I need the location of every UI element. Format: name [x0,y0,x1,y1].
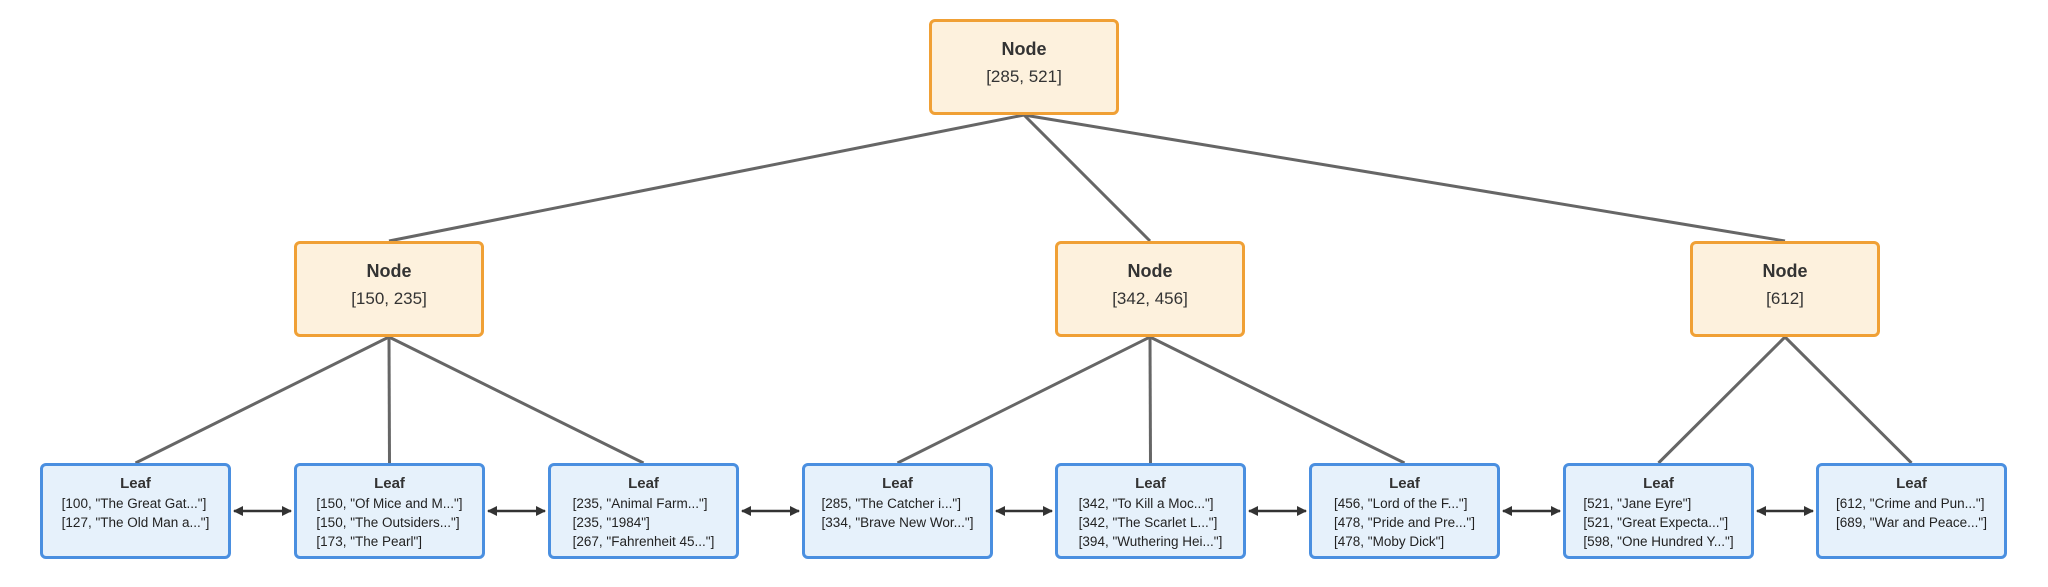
leaf-entry: [235, "Animal Farm..."] [572,496,708,511]
tree-edge [387,336,391,464]
leaf-title: Leaf [628,475,659,492]
leaf-node-2: Leaf [150, "Of Mice and M..."] [150, "Th… [294,463,485,559]
node-keys: [612] [1766,289,1804,308]
leaf-entry: [478, "Pride and Pre..."] [1334,515,1475,530]
leaf-entry: [342, "The Scarlet L..."] [1078,515,1218,530]
leaf-entries: [285, "The Catcher i..."] [334, "Brave N… [822,494,974,532]
leaf-node-3: Leaf [235, "Animal Farm..."] [235, "1984… [548,463,739,559]
leaf-node-4: Leaf [285, "The Catcher i..."] [334, "Br… [802,463,993,559]
leaf-node-6: Leaf [456, "Lord of the F..."] [478, "Pr… [1309,463,1500,559]
leaf-entries: [100, "The Great Gat..."] [127, "The Old… [62,494,210,532]
leaf-entries: [342, "To Kill a Moc..."] [342, "The Sca… [1079,494,1223,551]
leaf-entry: [267, "Fahrenheit 45..."] [572,534,715,549]
leaf-title: Leaf [1135,475,1166,492]
leaf-entry: [235, "1984"] [572,515,650,530]
leaf-entry: [612, "Crime and Pun..."] [1836,496,1985,511]
leaf-entry: [456, "Lord of the F..."] [1334,496,1468,511]
leaf-title: Leaf [1389,475,1420,492]
leaf-title: Leaf [1643,475,1674,492]
leaf-title: Leaf [120,475,151,492]
tree-edge [134,335,390,465]
tree-edge [388,113,1025,243]
root-node: Node [285, 521] [929,19,1119,115]
node-keys: [285, 521] [986,67,1062,86]
leaf-title: Leaf [882,475,913,492]
leaf-entries: [612, "Crime and Pun..."] [689, "War and… [1836,494,1987,532]
tree-edge [388,335,645,465]
leaf-entry: [342, "To Kill a Moc..."] [1078,496,1214,511]
node-title: Node [1001,39,1047,59]
node-title: Node [1127,261,1173,281]
leaf-node-5: Leaf [342, "To Kill a Moc..."] [342, "Th… [1055,463,1246,559]
internal-node-2: Node [342, 456] [1055,241,1245,337]
tree-edge [1149,335,1406,465]
leaf-node-7: Leaf [521, "Jane Eyre"] [521, "Great Exp… [1563,463,1754,559]
node-title: Node [1762,261,1808,281]
leaf-entry: [100, "The Great Gat..."] [61,496,207,511]
leaf-entry: [521, "Jane Eyre"] [1583,496,1692,511]
leaf-entry: [689, "War and Peace..."] [1836,515,1987,530]
leaf-entry: [521, "Great Expecta..."] [1583,515,1729,530]
leaf-entries: [235, "Animal Farm..."] [235, "1984"] [2… [573,494,715,551]
leaf-entries: [150, "Of Mice and M..."] [150, "The Out… [316,494,462,551]
internal-node-3: Node [612] [1690,241,1880,337]
tree-edge [1783,335,1913,465]
leaf-entry: [285, "The Catcher i..."] [821,496,961,511]
node-keys: [150, 235] [351,289,427,308]
leaf-entry: [394, "Wuthering Hei..."] [1078,534,1223,549]
tree-edge [1148,336,1152,464]
leaf-entry: [598, "One Hundred Y..."] [1583,534,1734,549]
leaf-entry: [127, "The Old Man a..."] [61,515,210,530]
internal-node-1: Node [150, 235] [294,241,484,337]
leaf-node-8: Leaf [612, "Crime and Pun..."] [689, "Wa… [1816,463,2007,559]
leaf-title: Leaf [374,475,405,492]
leaf-entry: [150, "The Outsiders..."] [316,515,460,530]
leaf-entry: [173, "The Pearl"] [316,534,423,549]
leaf-entries: [456, "Lord of the F..."] [478, "Pride a… [1334,494,1475,551]
leaf-entry: [478, "Moby Dick"] [1334,534,1445,549]
leaf-node-1: Leaf [100, "The Great Gat..."] [127, "Th… [40,463,231,559]
node-title: Node [366,261,412,281]
leaf-entry: [334, "Brave New Wor..."] [821,515,974,530]
leaf-entry: [150, "Of Mice and M..."] [316,496,463,511]
leaf-entries: [521, "Jane Eyre"] [521, "Great Expecta.… [1583,494,1733,551]
tree-edge [1023,113,1786,243]
tree-edge [1022,113,1152,243]
leaf-title: Leaf [1896,475,1927,492]
tree-edge [896,335,1151,465]
tree-edge [1657,335,1787,465]
node-keys: [342, 456] [1112,289,1188,308]
